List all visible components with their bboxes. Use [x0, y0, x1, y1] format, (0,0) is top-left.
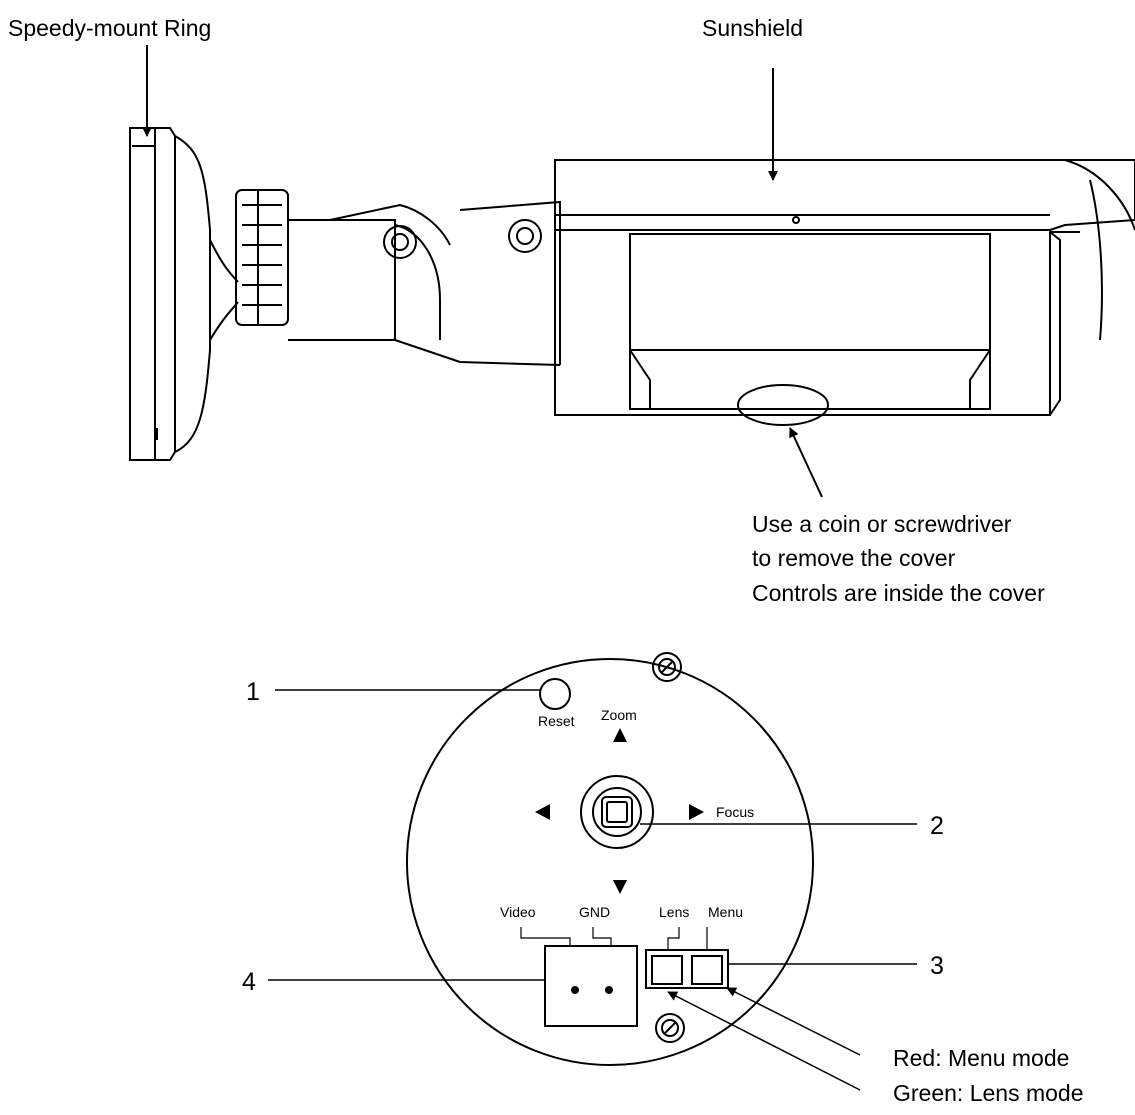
- screw-icon-top: [652, 652, 682, 682]
- red-led-note: Red: Menu mode: [893, 1045, 1069, 1071]
- threaded-collar: [235, 189, 289, 326]
- speedy-mount-ring: [129, 127, 239, 461]
- callout-number-2: 2: [930, 812, 944, 840]
- green-led-note: Green: Lens mode: [893, 1080, 1084, 1106]
- connector-pin-video: [571, 986, 579, 994]
- cover-note-line-2: to remove the cover: [752, 545, 956, 571]
- video-gnd-connector[interactable]: [544, 945, 638, 1027]
- callout-leaders: [268, 689, 917, 1091]
- menu-led: [691, 955, 723, 985]
- speedy-mount-ring-label: Speedy-mount Ring: [8, 15, 211, 41]
- lens-label: Lens: [659, 904, 689, 920]
- mount-arm: [288, 200, 561, 366]
- joystick-button[interactable]: [580, 775, 654, 849]
- connector-pin-gnd: [605, 986, 613, 994]
- lens-led: [651, 955, 683, 985]
- menu-label: Menu: [708, 904, 743, 920]
- arrow-left-icon: [535, 804, 550, 820]
- camera-housing: [554, 159, 1135, 426]
- zoom-label: Zoom: [601, 707, 637, 723]
- cover-note-line-3: Controls are inside the cover: [752, 580, 1045, 606]
- label-leaders: [142, 45, 823, 498]
- sunshield-label: Sunshield: [702, 15, 803, 41]
- callout-number-3: 3: [930, 952, 944, 980]
- arrow-up-icon: [613, 728, 627, 742]
- led-housing: [645, 949, 729, 989]
- gnd-label: GND: [579, 904, 610, 920]
- video-label: Video: [500, 904, 536, 920]
- focus-label: Focus: [716, 804, 754, 820]
- callout-number-1: 1: [246, 678, 260, 706]
- reset-button[interactable]: [539, 678, 571, 710]
- callout-number-4: 4: [242, 968, 256, 996]
- arrow-down-icon: [613, 880, 627, 894]
- control-panel: [406, 652, 814, 1066]
- arrow-right-icon: [689, 804, 704, 820]
- camera-side-view: [129, 127, 1135, 461]
- reset-label: Reset: [538, 713, 575, 729]
- screw-icon-bottom: [655, 1013, 685, 1043]
- cover-note-line-1: Use a coin or screwdriver: [752, 511, 1012, 537]
- control-panel-outline: [406, 658, 814, 1066]
